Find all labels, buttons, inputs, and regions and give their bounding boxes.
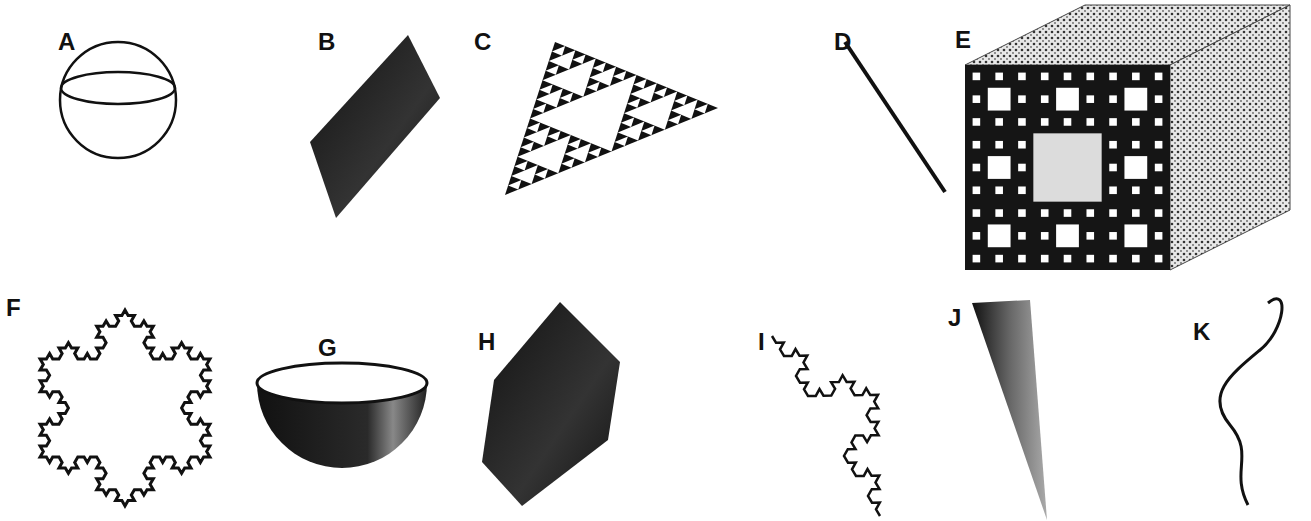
smooth-curve: [1220, 299, 1282, 505]
figure-letter: A: [58, 30, 75, 54]
menger-sponge: [965, 5, 1290, 270]
figure-letter: H: [478, 330, 495, 354]
sphere: [60, 42, 176, 158]
figure-letter: J: [948, 306, 961, 330]
sierpinski-triangle: [505, 42, 718, 195]
figure-letter: G: [318, 336, 337, 360]
parallelogram: [310, 35, 440, 218]
figure-letter: B: [318, 30, 335, 54]
figure-letter: C: [474, 30, 491, 54]
figure-letter: E: [955, 28, 971, 52]
koch-snowflake: [40, 310, 210, 506]
triangle: [972, 300, 1047, 520]
figure-letter: K: [1193, 320, 1210, 344]
line-segment: [845, 42, 945, 192]
hemisphere-bowl: [257, 363, 427, 468]
figure-letter: F: [6, 296, 21, 320]
irregular-polygon: [482, 302, 620, 506]
fractal-curve: [772, 336, 880, 516]
figure-letter: D: [834, 30, 851, 54]
figure-letter: I: [758, 330, 765, 354]
